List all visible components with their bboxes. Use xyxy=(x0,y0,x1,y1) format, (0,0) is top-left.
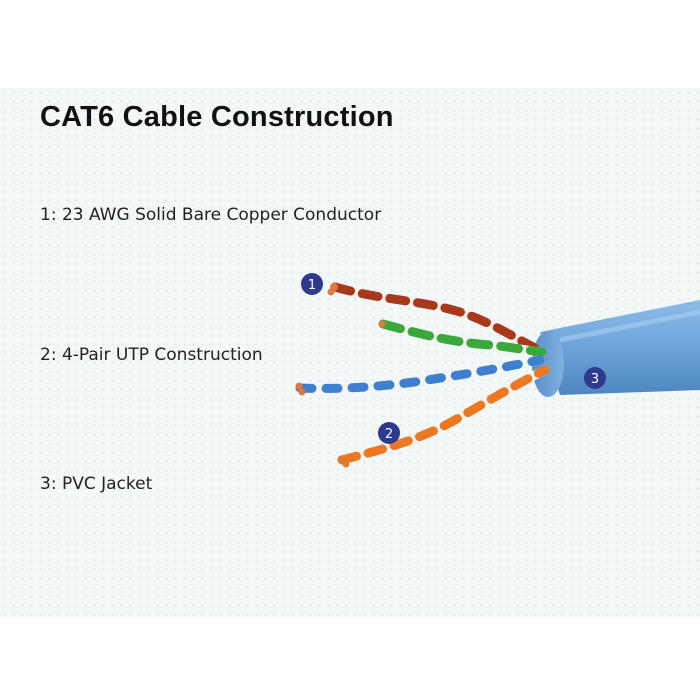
pair-blue xyxy=(295,355,545,396)
marker-2-text: 2 xyxy=(385,427,393,442)
pair-brown xyxy=(327,282,540,353)
pvc-jacket xyxy=(532,300,700,397)
label-pvc-jacket: 3: PVC Jacket xyxy=(40,474,153,494)
marker-3-badge: 3 xyxy=(584,367,606,389)
diagram-title: CAT6 Cable Construction xyxy=(40,101,394,133)
marker-2-badge: 2 xyxy=(378,422,400,444)
marker-1-text: 1 xyxy=(308,278,316,293)
label-pair-construction: 2: 4-Pair UTP Construction xyxy=(40,345,263,365)
pair-green xyxy=(378,319,547,357)
pair-orange xyxy=(337,365,550,468)
marker-1-badge: 1 xyxy=(301,273,323,295)
marker-3-text: 3 xyxy=(591,372,599,387)
label-conductor: 1: 23 AWG Solid Bare Copper Conductor xyxy=(40,205,382,225)
